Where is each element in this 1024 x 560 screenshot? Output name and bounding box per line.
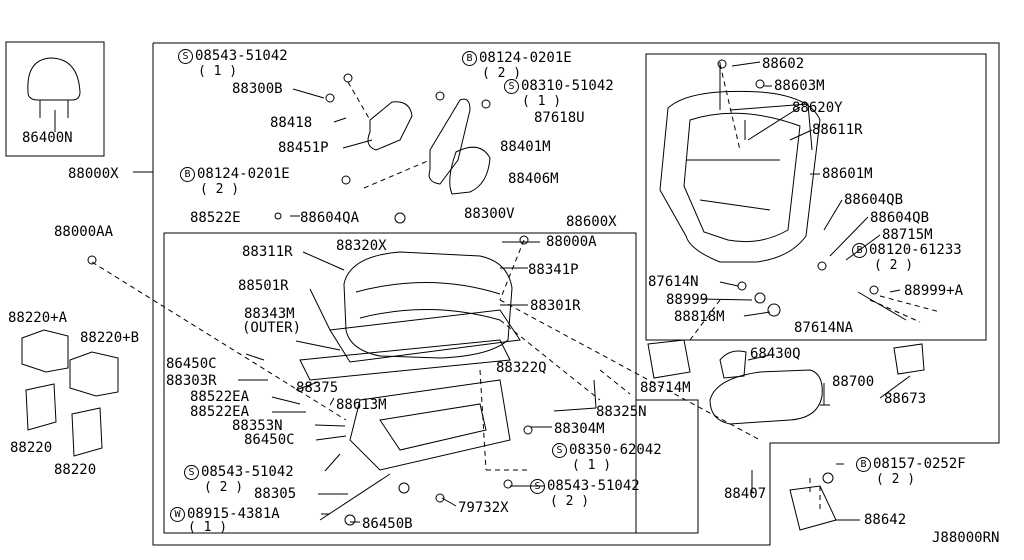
part-88375: 88375 bbox=[296, 380, 339, 396]
part-88303R: 88303R bbox=[166, 373, 217, 389]
part-88301R: 88301R bbox=[530, 298, 581, 314]
main-frame bbox=[152, 42, 1000, 546]
part-88673: 88673 bbox=[884, 391, 927, 407]
screw-08543-bot1-qty: ( 2 ) bbox=[204, 480, 244, 495]
part-88999-A: 88999+A bbox=[904, 283, 964, 299]
diagram-id: J88000RN bbox=[932, 530, 1000, 546]
screw-08310-qty: ( 1 ) bbox=[522, 94, 562, 109]
bolt-08120-qty: ( 2 ) bbox=[874, 258, 914, 273]
part-86450B: 86450B bbox=[362, 516, 413, 532]
seatback-frame bbox=[645, 53, 987, 341]
part-88401M: 88401M bbox=[500, 139, 551, 155]
part-88407: 88407 bbox=[724, 486, 767, 502]
bolt-08157-qty: ( 2 ) bbox=[876, 472, 916, 487]
seatback-drawing bbox=[659, 90, 821, 263]
part-88220-A: 88220+A bbox=[8, 310, 68, 326]
washer-08915-qty: ( 1 ) bbox=[188, 520, 228, 535]
part-88406M: 88406M bbox=[508, 171, 559, 187]
part-88501R: 88501R bbox=[238, 278, 289, 294]
part-88611R: 88611R bbox=[812, 122, 863, 138]
part-88300B: 88300B bbox=[232, 81, 283, 97]
part-88304M: 88304M bbox=[554, 421, 605, 437]
screw-08350-qty: ( 1 ) bbox=[572, 458, 612, 473]
part-88999: 88999 bbox=[666, 292, 709, 308]
screw-08543-bot2-qty: ( 2 ) bbox=[550, 494, 590, 509]
headrest-frame bbox=[5, 41, 105, 157]
part-88325N: 88325N bbox=[596, 404, 647, 420]
part-88220-B: 88220+B bbox=[80, 330, 140, 346]
part-88604QA: 88604QA bbox=[300, 210, 360, 226]
part-88300V: 88300V bbox=[464, 206, 515, 222]
part-88613M: 88613M bbox=[336, 397, 387, 413]
part-88320X: 88320X bbox=[336, 238, 387, 254]
part-88715M: 88715M bbox=[882, 227, 933, 243]
part-88322Q: 88322Q bbox=[496, 360, 547, 376]
part-88343M: 88343M bbox=[244, 306, 295, 322]
part-86400N: 86400N bbox=[22, 130, 73, 146]
bolt-08124-mid-qty: ( 2 ) bbox=[200, 182, 240, 197]
part-88000A: 88000A bbox=[546, 234, 597, 250]
part-88602: 88602 bbox=[762, 56, 805, 72]
part-88818M: 88818M bbox=[674, 309, 725, 325]
part-88522E: 88522E bbox=[190, 210, 241, 226]
part-88600X: 88600X bbox=[566, 214, 617, 230]
part-86450C-1: 86450C bbox=[166, 356, 217, 372]
part-88000AA: 88000AA bbox=[54, 224, 114, 240]
part-88604QB-1: 88604QB bbox=[844, 192, 904, 208]
part-88341P: 88341P bbox=[528, 262, 579, 278]
part-88603M: 88603M bbox=[774, 78, 825, 94]
part-88700: 88700 bbox=[832, 374, 875, 390]
part-87614N: 87614N bbox=[648, 274, 699, 290]
part-88343M-outer: (OUTER) bbox=[242, 320, 302, 336]
part-88418: 88418 bbox=[270, 115, 313, 131]
part-88601M: 88601M bbox=[822, 166, 873, 182]
part-88604QB-2: 88604QB bbox=[870, 210, 930, 226]
part-88451P: 88451P bbox=[278, 140, 329, 156]
part-88620Y: 88620Y bbox=[792, 100, 843, 116]
part-87618U: 87618U bbox=[534, 110, 585, 126]
seat-cushion-drawing bbox=[343, 251, 513, 359]
part-79732X: 79732X bbox=[458, 500, 509, 516]
part-68430Q: 68430Q bbox=[750, 346, 801, 362]
part-88220-2: 88220 bbox=[54, 462, 97, 478]
part-86450C-2: 86450C bbox=[244, 432, 295, 448]
bolt-08543-top-qty: ( 1 ) bbox=[198, 64, 238, 79]
part-88642: 88642 bbox=[864, 512, 907, 528]
bolt-08124-top-qty: ( 2 ) bbox=[482, 66, 522, 81]
seat-cushion-frame bbox=[163, 232, 637, 534]
part-88522EA-1: 88522EA bbox=[190, 389, 250, 405]
part-88353N: 88353N bbox=[232, 418, 283, 434]
part-88000X: 88000X bbox=[68, 166, 119, 182]
part-87614NA: 87614NA bbox=[794, 320, 854, 336]
part-88714M: 88714M bbox=[640, 380, 691, 396]
seat-subframe bbox=[636, 399, 699, 534]
part-88311R: 88311R bbox=[242, 244, 293, 260]
part-88522EA-2: 88522EA bbox=[190, 404, 250, 420]
part-88305: 88305 bbox=[254, 486, 297, 502]
part-88220-1: 88220 bbox=[10, 440, 53, 456]
